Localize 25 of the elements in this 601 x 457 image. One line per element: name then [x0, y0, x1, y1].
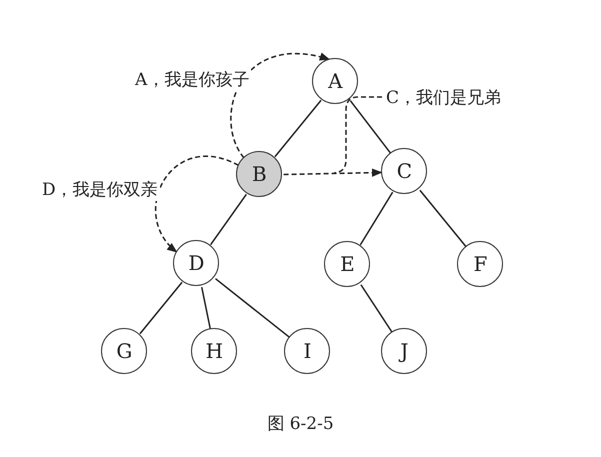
- tree-node-circle: G: [101, 328, 148, 374]
- tree-edge: [201, 286, 211, 330]
- tree-node-circle: B: [236, 151, 282, 198]
- dashed-arrow: [230, 53, 330, 158]
- tree-node-circle: J: [381, 328, 428, 374]
- tree-node-circle: D: [173, 240, 220, 286]
- tree-node-circle: A: [312, 58, 358, 104]
- figure-caption: 图 6-2-5: [267, 414, 334, 434]
- tree-edge: [419, 190, 467, 248]
- tree-node-circle: H: [191, 328, 238, 374]
- tree-edge: [350, 100, 392, 154]
- tree-edge: [274, 100, 322, 158]
- tree-edge: [139, 282, 183, 334]
- tree-node-circle: F: [457, 241, 504, 288]
- tree-node-circle: I: [284, 328, 330, 374]
- tree-node-circle: E: [324, 241, 370, 288]
- dashed-arrow: [155, 156, 239, 253]
- tree-node-circle: C: [381, 148, 428, 194]
- edge-label: D，我是你双亲: [40, 178, 160, 201]
- tree-edge: [360, 192, 394, 246]
- edge-label: A，我是你孩子: [133, 68, 252, 91]
- tree-edge: [360, 284, 393, 333]
- tree-edge: [215, 278, 290, 338]
- tree-edge: [210, 194, 247, 246]
- dashed-arrow: [284, 168, 382, 177]
